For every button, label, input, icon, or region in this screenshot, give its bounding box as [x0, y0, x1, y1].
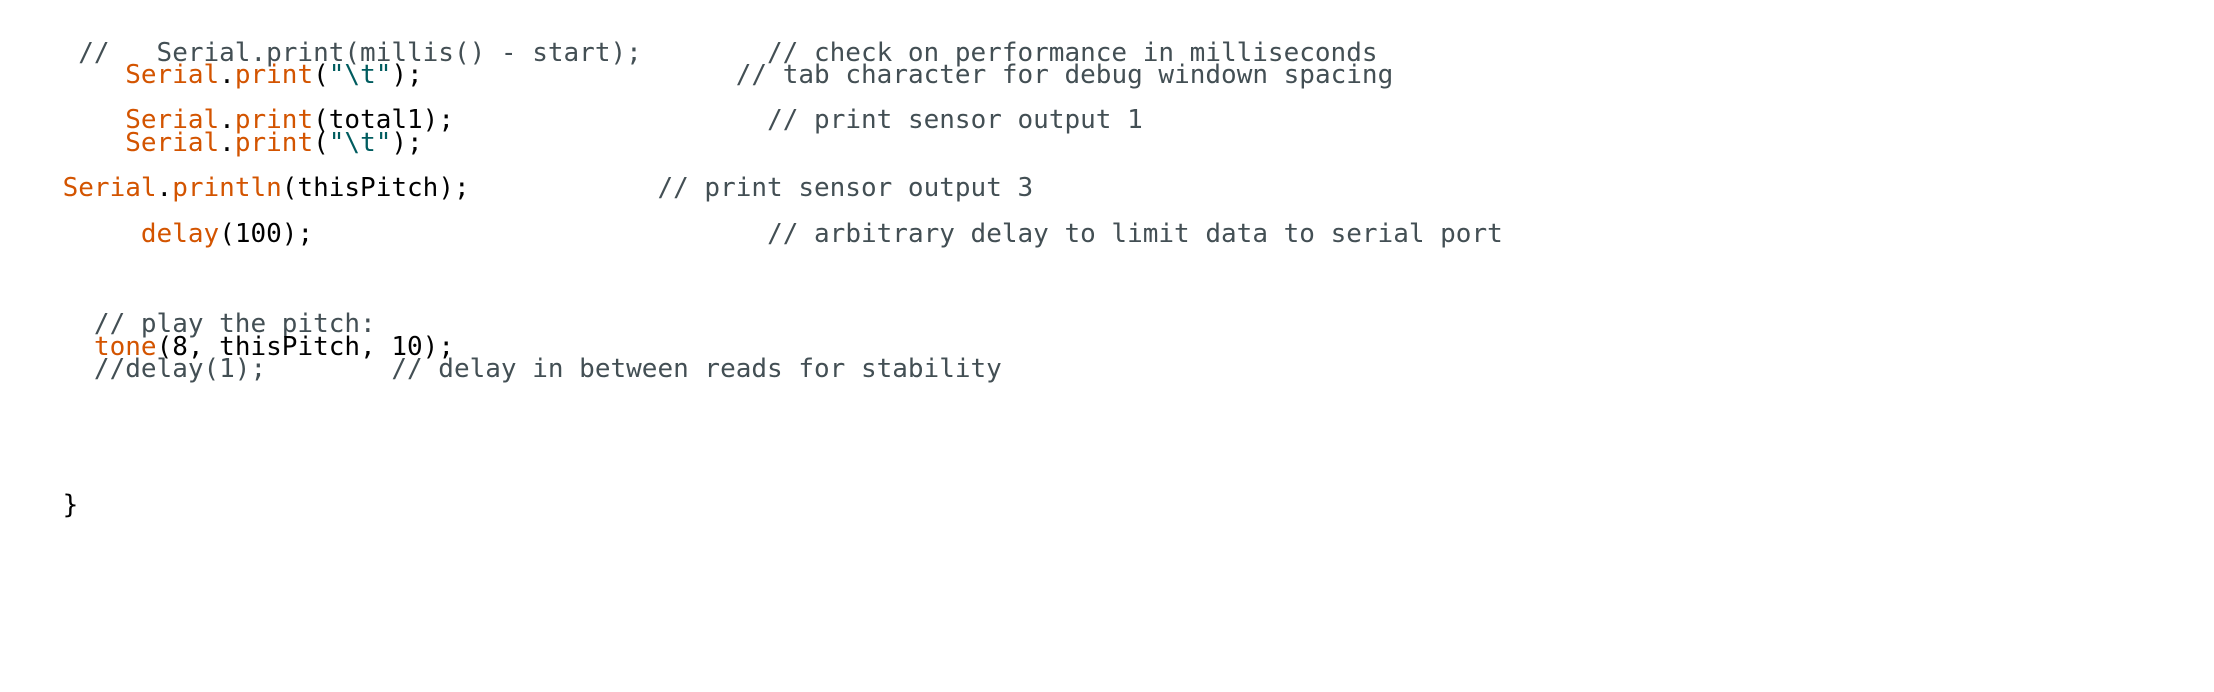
- serial-object: Serial: [125, 60, 220, 90]
- delay-function: delay: [140, 219, 220, 249]
- serial-object: Serial: [125, 105, 220, 135]
- comment: // print sensor output 3: [657, 173, 1034, 203]
- code-line-4: Serial.print("\t");: [0, 95, 422, 158]
- padding: [454, 105, 767, 135]
- arguments: (100);: [219, 219, 314, 249]
- code-line-10: }: [0, 457, 79, 520]
- close-paren: );: [391, 128, 423, 158]
- code-line-9: //delay(1); // delay in between reads fo…: [0, 321, 1002, 384]
- print-function: print: [234, 105, 314, 135]
- comment: // print sensor output 1: [767, 105, 1143, 135]
- comment: //delay(1); // delay in between reads fo…: [62, 354, 1002, 384]
- comment: // arbitrary delay to limit data to seri…: [767, 219, 1503, 249]
- indent: [63, 219, 141, 249]
- serial-object: Serial: [62, 173, 157, 203]
- comment: // tab character for debug windown spaci…: [735, 60, 1394, 90]
- code-line-6: delay(100); // arbitrary delay to limit …: [0, 186, 1503, 249]
- code-line-1: // Serial.print(millis() - start); // ch…: [0, 5, 1377, 68]
- tone-function: tone: [93, 332, 157, 362]
- dot: .: [219, 128, 235, 158]
- print-function: print: [234, 128, 314, 158]
- arguments: (8, thisPitch, 10);: [156, 332, 454, 362]
- close-paren: );: [391, 60, 423, 90]
- open-paren: (: [313, 128, 329, 158]
- code-line-2: Serial.print("\t"); // tab character for…: [0, 27, 1393, 90]
- println-function: println: [172, 173, 282, 203]
- code-line-3: Serial.print(total1); // print sensor ou…: [0, 72, 1143, 135]
- dot: .: [156, 173, 173, 203]
- print-function: print: [234, 60, 314, 90]
- comment: // play the pitch:: [62, 309, 376, 339]
- code-line-7: // play the pitch:: [0, 276, 376, 339]
- arguments: (thisPitch);: [281, 173, 470, 203]
- string-literal: "\t": [328, 60, 392, 90]
- code-line-8: tone(8, thisPitch, 10);: [0, 299, 454, 362]
- code-line-5: Serial.println(thisPitch); // print sens…: [0, 140, 1034, 203]
- open-paren: (: [313, 60, 329, 90]
- serial-object: Serial: [125, 128, 220, 158]
- closing-brace: }: [62, 490, 79, 520]
- dot: .: [219, 105, 235, 135]
- padding: [313, 219, 767, 249]
- dot: .: [219, 60, 235, 90]
- arguments: (total1);: [313, 105, 454, 135]
- comment: // Serial.print(millis() - start); // ch…: [62, 38, 1378, 68]
- string-literal: "\t": [328, 128, 392, 158]
